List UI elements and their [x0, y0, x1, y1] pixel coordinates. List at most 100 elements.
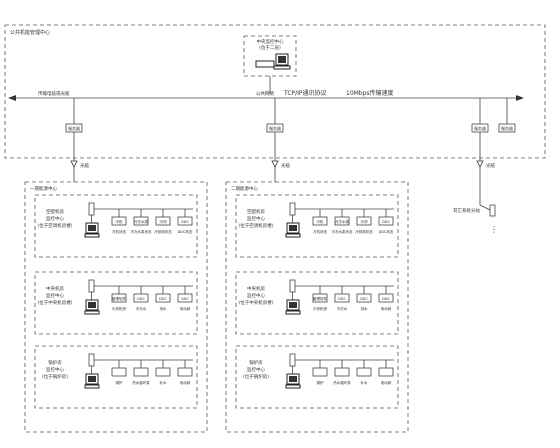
- fiber-drop-label: 光缆: [486, 162, 495, 169]
- device-label: 冷冻水泵: [335, 219, 349, 224]
- workstation-icon: [84, 299, 100, 315]
- device-label: DDC: [360, 297, 368, 301]
- device-label: 冷机: [116, 219, 123, 224]
- fiber-drop-group: 光缆 光缆 光缆: [70, 132, 495, 211]
- device-4: DDC DDC状态: [178, 209, 193, 234]
- device-sub-label: 中央机房: [112, 306, 126, 311]
- device-box: [312, 293, 328, 303]
- energy-center-title: 二期能源中心: [231, 185, 258, 192]
- device-label: DDC: [181, 220, 189, 224]
- subsystem-boundary: [34, 271, 198, 335]
- device-label: 冷却: [361, 219, 369, 224]
- subsystem-1: 空配机房监控中心(位于空调机房楼)冷机冷机状态冷冻水泵冷冻水泵状态冷却冷却塔状态…: [235, 194, 399, 258]
- device-sub-label: 电动阀: [180, 380, 191, 385]
- controller-node: [289, 279, 296, 293]
- subsystem-name-line: (位于中央机房楼): [238, 299, 273, 306]
- device-label: 冷却: [160, 219, 167, 224]
- subsystem-name-line: 监控中心: [46, 366, 64, 373]
- device-box: [177, 293, 193, 303]
- subsystem-boundary: [34, 194, 198, 258]
- device-sub-label: 冷机状态: [313, 229, 327, 234]
- workstation-icon: [84, 373, 100, 389]
- bus-left-arrow-icon: [8, 95, 16, 101]
- controller-node: [289, 202, 296, 216]
- fiber-drop-label: 光缆: [80, 162, 89, 169]
- device-label: 管理软件: [313, 296, 327, 301]
- right-branch: 其它系统分站 ⋮: [453, 204, 498, 234]
- device-sub-label: 电动阀: [381, 380, 392, 385]
- network-bus: [8, 95, 524, 101]
- subsystem-3: 锅炉房监控中心(位于锅炉房)锅炉热水循环泵补水电动阀: [235, 345, 399, 409]
- device-box: [356, 293, 372, 303]
- switch-group: 服务器服务器服务器服务器: [65, 98, 516, 133]
- device-2: 热水循环泵: [333, 360, 351, 385]
- device-box: [177, 367, 193, 377]
- subsystem-boundary: [34, 345, 198, 409]
- subsystem-name-line: 中央机房: [247, 285, 265, 292]
- device-box: [111, 216, 127, 226]
- device-3: 补水: [356, 360, 372, 385]
- subsystem-name-line: 锅炉房: [249, 359, 263, 366]
- subsystem-name-line: 空配机房: [247, 208, 265, 215]
- device-2: DDC 冷冻水: [334, 286, 350, 311]
- energy-centers: 一期能源中心空配机房监控中心(位于空调机房楼)冷机冷机状态冷冻水泵冷冻水泵状态冷…: [24, 181, 409, 433]
- device-box: [356, 216, 372, 226]
- controller-node: [88, 279, 95, 293]
- device-box: [378, 367, 394, 377]
- subsystem-name-line: 监控中心: [247, 215, 265, 222]
- workstation-icon: [84, 222, 100, 238]
- central-host-computer-icon: [255, 53, 291, 70]
- subsystem-3: 锅炉房监控中心(位于锅炉房)锅炉热水循环泵补水电动阀: [34, 345, 198, 409]
- device-3: 补水: [155, 360, 171, 385]
- device-box: [133, 367, 149, 377]
- device-sub-label: 锅炉: [116, 380, 123, 385]
- fiber-drop-arrow-icon: [476, 160, 484, 168]
- subsystem-name-line: 中央机房: [46, 285, 64, 292]
- device-sub-label: 补水: [160, 380, 167, 385]
- device-sub-label: 冷机状态: [112, 229, 126, 234]
- device-sub-label: 冷冻水泵状态: [332, 229, 353, 234]
- device-box: [111, 293, 127, 303]
- bus-switch-label: 服务器: [269, 125, 281, 131]
- fiber-drop-label: 光缆: [281, 162, 290, 169]
- device-sub-label: DDC状态: [178, 229, 193, 234]
- top-center-title: 公共机能管理中心: [10, 29, 50, 36]
- device-label: DDC: [338, 297, 346, 301]
- device-sub-label: 冷冻水: [337, 306, 348, 311]
- central-host-frame: [243, 35, 297, 77]
- device-sub-label: 中央机房: [313, 306, 327, 311]
- bus-switch-4: 服务器: [498, 98, 516, 133]
- device-label: DDC: [181, 297, 189, 301]
- device-box: [111, 367, 127, 377]
- fiber-drop-arrow-icon: [70, 160, 78, 168]
- subsystem-name-line: 监控中心: [46, 215, 64, 222]
- subsystem-name-line: (位于中央机房楼): [37, 299, 72, 306]
- device-label: 冷机: [317, 219, 325, 224]
- device-label: DDC: [382, 220, 390, 224]
- right-branch-ellipsis: ⋮: [490, 225, 498, 234]
- subsystem-name-line: (位于锅炉房): [243, 373, 269, 380]
- device-box: [334, 216, 350, 226]
- subsystem-name-line: (位于锅炉房): [42, 373, 68, 380]
- device-label: 管理软件: [112, 296, 126, 301]
- right-branch-link: [479, 204, 491, 211]
- fiber-drop-3: 光缆: [476, 132, 495, 205]
- device-sub-label: 冷冻水泵状态: [131, 229, 152, 234]
- central-host-line1: 中央监控中心: [257, 38, 284, 45]
- subsystem-boundary: [235, 345, 399, 409]
- device-sub-label: 排水: [361, 306, 369, 311]
- device-box: [133, 216, 149, 226]
- subsystem-1: 空配机房监控中心(位于空调机房楼)冷机冷机状态冷冻水泵冷冻水泵状态冷却冷却塔状态…: [34, 194, 198, 258]
- device-2: 热水循环泵: [132, 360, 150, 385]
- controller-node: [88, 353, 95, 367]
- bus-mid-label: 公共网络: [256, 90, 274, 97]
- device-label: DDC: [159, 297, 167, 301]
